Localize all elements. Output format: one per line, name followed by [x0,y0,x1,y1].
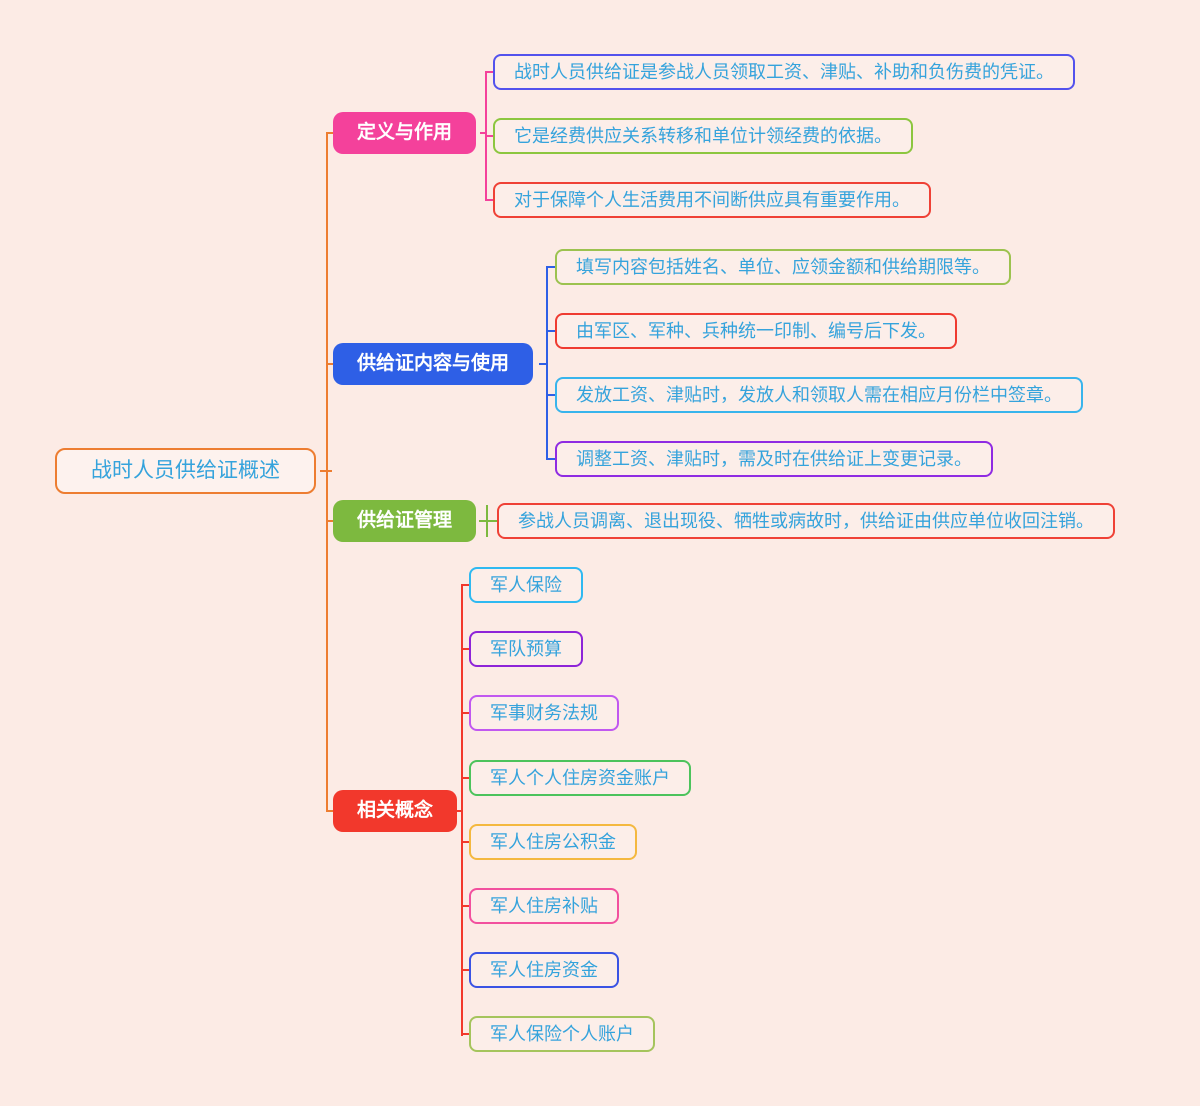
leaf-node-4-2[interactable]: 军队预算 [469,631,583,667]
leaf-node-4-1[interactable]: 军人保险 [469,567,583,603]
bracket-4-stub-4 [461,777,469,779]
bracket-1-node-stub [480,132,486,134]
branch-node-2[interactable]: 供给证内容与使用 [333,343,534,385]
connector-stub-branch-3 [326,520,334,522]
bracket-4-stub-7 [461,969,469,971]
bracket-4-vertical [461,584,463,1036]
bracket-4-stub-3 [461,712,469,714]
leaf-node-4-7[interactable]: 军人住房资金 [469,952,619,988]
bracket-3-stub-1 [486,520,497,522]
leaf-node-1-2[interactable]: 它是经费供应关系转移和单位计领经费的依据。 [493,118,913,154]
bracket-4-stub-2 [461,648,469,650]
leaf-node-2-1[interactable]: 填写内容包括姓名、单位、应领金额和供给期限等。 [555,249,1011,285]
branch-node-3[interactable]: 供给证管理 [333,500,477,542]
connector-stub-branch-4 [326,810,334,812]
bracket-4-stub-6 [461,905,469,907]
leaf-node-2-4[interactable]: 调整工资、津贴时，需及时在供给证上变更记录。 [555,441,993,477]
bracket-3-node-stub [479,520,486,522]
bracket-4-stub-5 [461,841,469,843]
root-node[interactable]: 战时人员供给证概述 [55,448,316,494]
leaf-node-4-5[interactable]: 军人住房公积金 [469,824,637,860]
leaf-node-4-6[interactable]: 军人住房补贴 [469,888,619,924]
leaf-node-4-3[interactable]: 军事财务法规 [469,695,619,731]
leaf-node-1-3[interactable]: 对于保障个人生活费用不间断供应具有重要作用。 [493,182,931,218]
branch-node-4[interactable]: 相关概念 [333,790,458,832]
connector-stub-branch-1 [326,132,334,134]
bracket-1-stub-3 [485,199,493,201]
bracket-2-stub-2 [546,330,555,332]
bracket-2-node-stub [539,363,546,365]
leaf-node-1-1[interactable]: 战时人员供给证是参战人员领取工资、津贴、补助和负伤费的凭证。 [493,54,1075,90]
leaf-node-4-8[interactable]: 军人保险个人账户 [469,1016,655,1052]
connector-spine [326,132,328,812]
bracket-4-stub-8 [461,1033,469,1035]
bracket-2-stub-4 [546,458,555,460]
leaf-node-4-4[interactable]: 军人个人住房资金账户 [469,760,691,796]
leaf-node-2-2[interactable]: 由军区、军种、兵种统一印制、编号后下发。 [555,313,957,349]
connector-stub-branch-2 [326,363,334,365]
bracket-4-stub-1 [461,584,469,586]
bracket-2-stub-1 [546,266,555,268]
bracket-2-stub-3 [546,394,555,396]
leaf-node-2-3[interactable]: 发放工资、津贴时，发放人和领取人需在相应月份栏中签章。 [555,377,1083,413]
bracket-4-node-stub [456,810,462,812]
bracket-1-stub-1 [485,71,493,73]
leaf-node-3-1[interactable]: 参战人员调离、退出现役、牺牲或病故时，供给证由供应单位收回注销。 [497,503,1115,539]
branch-node-1[interactable]: 定义与作用 [333,112,477,154]
bracket-1-stub-2 [485,135,493,137]
bracket-2-vertical [546,266,548,460]
